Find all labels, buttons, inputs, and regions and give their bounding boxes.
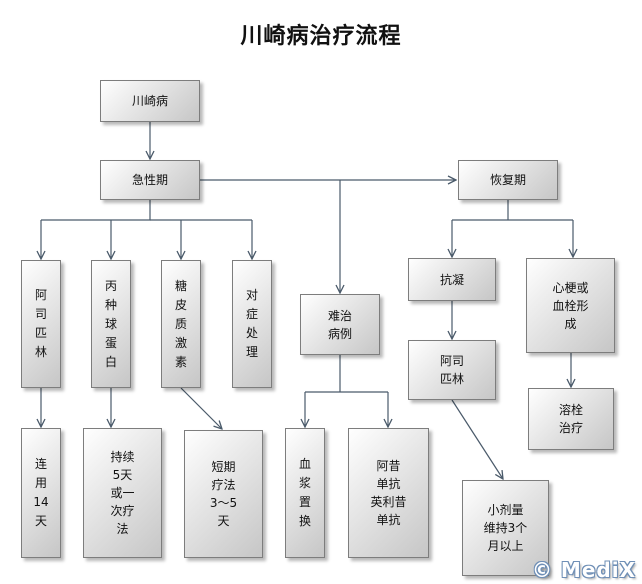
node-14-days: 连 用 14 天 [21,428,61,558]
node-acute-phase: 急性期 [100,160,200,200]
node-kawasaki: 川崎病 [100,80,200,122]
node-continue-5-days: 持续 5天 或一 次疗 法 [83,428,162,558]
acute-branch-bus [41,200,151,221]
node-thrombolysis: 溶栓 治疗 [528,388,614,450]
node-cardiac-thrombosis: 心梗或 血栓形 成 [526,258,615,353]
node-symptomatic: 对 症 处 理 [232,260,272,388]
medix-watermark: © MediX [531,558,636,582]
node-corticosteroid: 糖 皮 质 激 素 [161,260,201,388]
diagram-title: 川崎病治疗流程 [240,24,402,49]
node-aspirin-recovery: 阿司 匹林 [408,340,496,400]
node-biologics: 阿昔 单抗 英利昔 单抗 [348,428,429,558]
node-refractory: 难治 病例 [300,294,380,355]
node-anticoagulation: 抗凝 [408,258,496,301]
node-plasma-exchange: 血 浆 置 换 [285,428,325,558]
node-short-course: 短期 疗法 3～5 天 [184,430,263,558]
arrow-steroid-to-short [180,387,222,429]
arrow-aspirin-to-lowdose [451,399,503,479]
node-aspirin: 阿 司 匹 林 [21,260,61,388]
node-ivig: 丙 种 球 蛋 白 [91,260,131,388]
node-low-dose-maintenance: 小剂量 维持3个 月以上 [462,480,549,576]
node-recovery-phase: 恢复期 [458,160,558,200]
